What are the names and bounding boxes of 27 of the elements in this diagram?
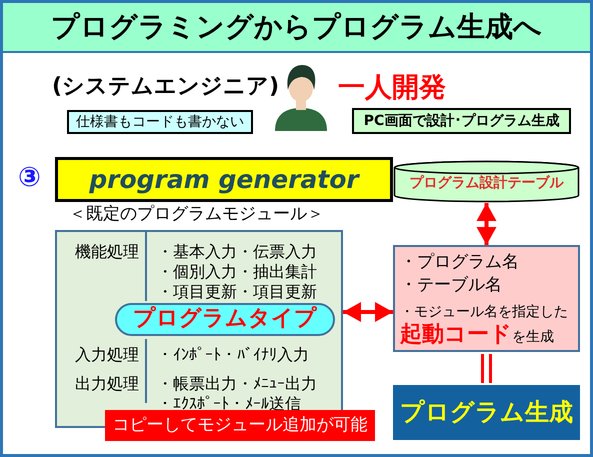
title: プログラミングからプログラム生成へ — [51, 9, 542, 45]
double-arrow — [476, 203, 496, 245]
note-box: PC画面で設計･プログラム生成 — [352, 108, 571, 134]
list-item: ・モジュール名を指定した起動コードを生成 — [400, 303, 569, 348]
row-label: 出力処理 — [75, 374, 139, 394]
list-item: ・テーブル名 — [400, 275, 502, 296]
result-box: プログラム生成 — [393, 385, 580, 440]
slogan-text: 一人開発 — [338, 72, 446, 104]
category-pill: プログラムタイプ — [115, 303, 335, 336]
row-label: 機能処理 — [75, 242, 139, 262]
notice-banner: コピーしてモジュール追加が可能 — [105, 410, 375, 441]
generator-banner: program generator — [55, 157, 393, 202]
info-panel — [393, 245, 580, 352]
note-box: 仕様書もコードも書かない — [67, 110, 253, 134]
row-label: 入力処理 — [75, 345, 139, 364]
section-heading: ＜既定のプログラムモジュール＞ — [69, 204, 324, 224]
list-item: ・項目更新・項目更新 — [157, 282, 317, 302]
list-item: ・ｲﾝﾎﾟｰﾄ・ﾊﾞｲﾅﾘ入力 — [157, 345, 309, 364]
cylinder-label: プログラム設計テーブル — [410, 175, 564, 192]
equals-sign — [481, 352, 492, 384]
double-arrow — [343, 302, 393, 322]
list-item: ・プログラム名 — [400, 252, 519, 274]
list-item: ・帳票出力・ﾒﾆｭｰ出力 — [157, 374, 317, 394]
step-number: ③ — [18, 162, 41, 194]
list-item: ・基本入力・伝票入力 — [157, 242, 317, 262]
list-item: ・個別入力・抽出集計 — [157, 262, 317, 282]
role-label: (システムエンジニア) — [52, 74, 280, 100]
